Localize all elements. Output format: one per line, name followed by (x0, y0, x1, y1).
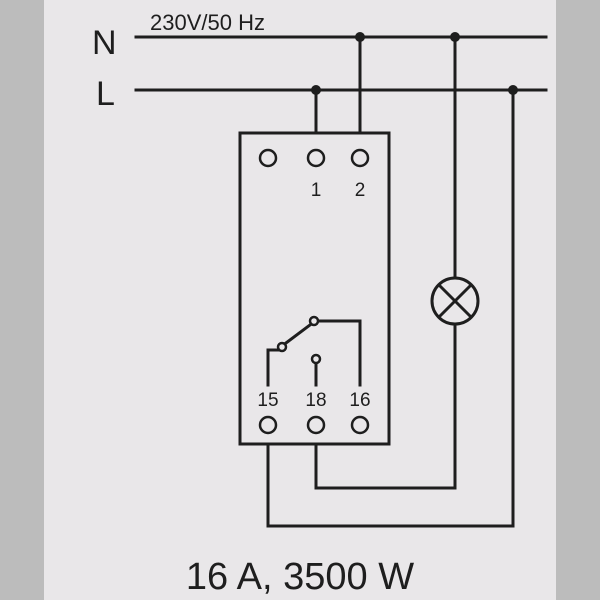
junction-l-terminal-1 (311, 85, 321, 95)
contact-pivot (276, 341, 288, 353)
terminal-top-2 (350, 148, 370, 168)
n-rail-label: N (92, 24, 117, 62)
terminal-bottom-18 (306, 415, 326, 435)
terminal-label-15: 15 (257, 390, 278, 411)
terminal-bottom-15 (258, 415, 278, 435)
junction-l-terminal-15 (508, 85, 518, 95)
label-panel (44, 0, 556, 600)
lamp-cross-circle-icon (430, 276, 480, 326)
contact-nc-end (310, 353, 322, 365)
terminal-top-1 (306, 148, 326, 168)
l-rail-label: L (96, 75, 115, 113)
wire-terminal-15 (266, 88, 515, 528)
terminal-label-18: 18 (305, 390, 326, 411)
supply-label: 230V/50 Hz (150, 10, 265, 35)
rating-text: 16 A, 3500 W (186, 556, 414, 598)
junction-n-terminal-2 (355, 32, 365, 42)
terminal-label-top-2: 2 (355, 180, 366, 201)
wire-terminal-18 (314, 442, 457, 490)
terminal-top-0 (258, 148, 278, 168)
terminal-label-16: 16 (349, 390, 370, 411)
terminal-bottom-16 (350, 415, 370, 435)
contact-blade (279, 322, 313, 349)
terminal-label-top-1: 1 (311, 180, 322, 201)
junction-n-lamp (450, 32, 460, 42)
contact-no-end (308, 315, 320, 327)
